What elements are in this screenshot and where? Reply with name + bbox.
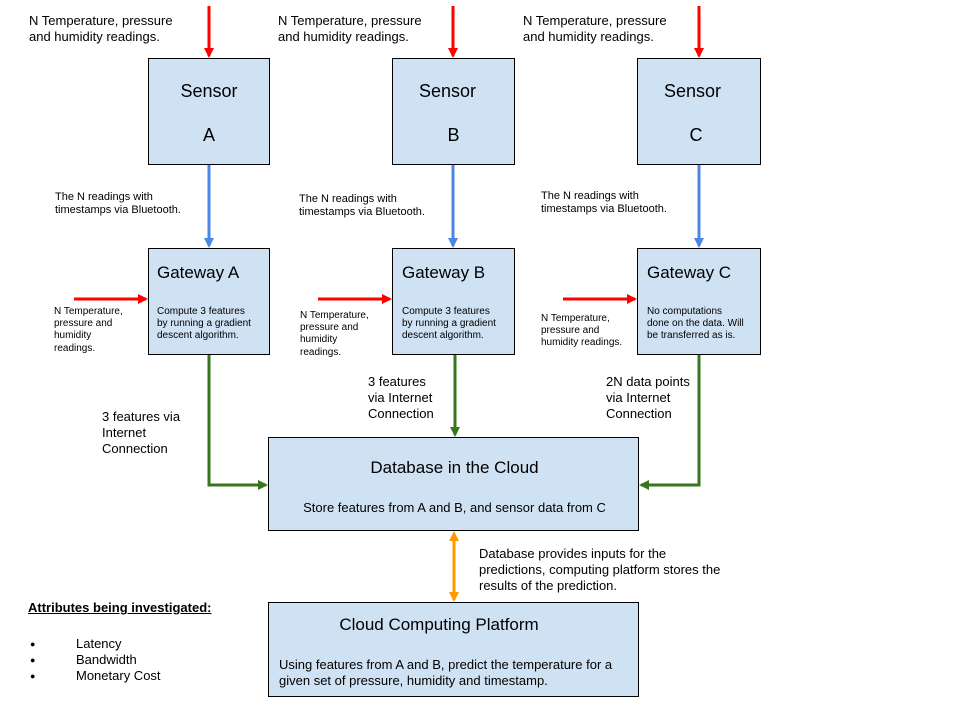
gateway-c-description: No computations done on the data. Will b… [647, 306, 744, 342]
sensor-b-input-label: N Temperature, pressure and humidity rea… [278, 13, 422, 44]
gateway-b-input-label: N Temperature, pressure and humidity rea… [300, 310, 369, 358]
database-title: Database in the Cloud [370, 458, 539, 477]
attribute-item: Bandwidth [28, 652, 161, 668]
gateway-a-box: Gateway A Compute 3 features by running … [148, 248, 270, 355]
gateway-b-description: Compute 3 features by running a gradient… [402, 306, 496, 342]
gateway-a-description: Compute 3 features by running a gradient… [157, 306, 251, 342]
gateway-b-title: Gateway B [402, 263, 486, 282]
sensor-b-letter: B [447, 125, 460, 145]
gateway-a-input-label: N Temperature, pressure and humidity rea… [54, 306, 123, 354]
attribute-item: Latency [28, 636, 161, 652]
gateway-b-output-label: 3 features via Internet Connection [368, 374, 434, 421]
sensor-c-letter: C [689, 125, 703, 145]
gateway-a-output-label: 3 features via Internet Connection [102, 409, 181, 456]
gateway-a-internet-arrow [207, 355, 268, 490]
attributes-title: Attributes being investigated: [28, 600, 212, 615]
gateway-b-box: Gateway B Compute 3 features by running … [392, 248, 515, 355]
sensor-b-link-label: The N readings with timestamps via Bluet… [299, 193, 425, 219]
sensor-a-input-label: N Temperature, pressure and humidity rea… [29, 13, 173, 44]
sensor-a-box: Sensor A [148, 58, 270, 165]
sensor-c-input-label: N Temperature, pressure and humidity rea… [523, 13, 667, 44]
gateway-c-title: Gateway C [647, 263, 732, 282]
gateway-c-output-label: 2N data points via Internet Connection [606, 374, 690, 421]
database-description: Store features from A and B, and sensor … [303, 500, 606, 515]
sensor-b-box: Sensor B [392, 58, 515, 165]
gateway-c-box: Gateway C No computations done on the da… [637, 248, 761, 355]
sensor-b-title: Sensor [418, 81, 477, 101]
sensor-c-link-label: The N readings with timestamps via Bluet… [541, 190, 667, 216]
attributes-list: Latency Bandwidth Monetary Cost [28, 636, 161, 684]
gateway-c-input-label: N Temperature, pressure and humidity rea… [541, 313, 623, 349]
gateway-a-title: Gateway A [157, 263, 240, 282]
sensor-c-box: Sensor C [637, 58, 761, 165]
exchange-label: Database provides inputs for the predict… [479, 546, 721, 593]
platform-box: Cloud Computing Platform Using features … [268, 602, 639, 697]
sensor-a-link-label: The N readings with timestamps via Bluet… [55, 191, 181, 217]
platform-title: Cloud Computing Platform [339, 615, 539, 634]
sensor-c-title: Sensor [663, 81, 722, 101]
database-box: Database in the Cloud Store features fro… [268, 437, 639, 531]
sensor-a-letter: A [202, 125, 215, 145]
sensor-a-title: Sensor [180, 81, 238, 101]
platform-description: Using features from A and B, predict the… [279, 657, 613, 688]
gateway-c-internet-arrow [639, 355, 701, 490]
attribute-item: Monetary Cost [28, 668, 161, 684]
